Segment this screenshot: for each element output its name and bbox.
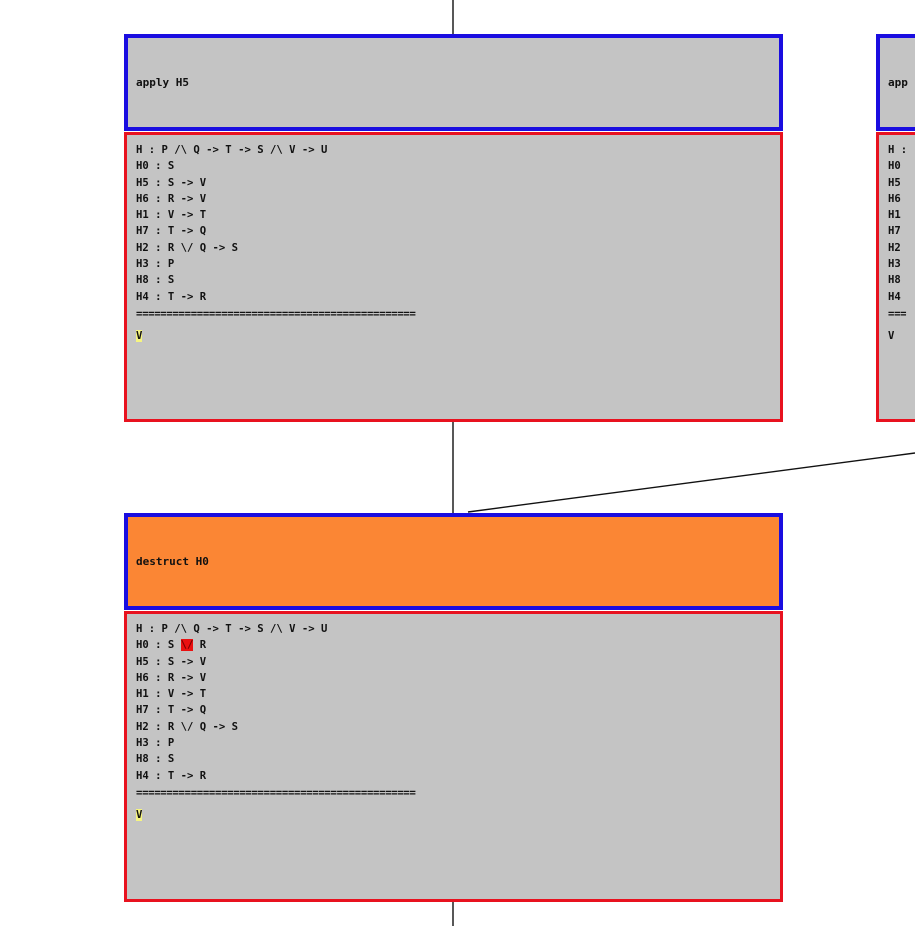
- hypothesis-line: H3 : P: [136, 737, 175, 750]
- hypothesis-line: H8 : S: [136, 753, 175, 766]
- hypothesis-line: H4: [888, 290, 901, 303]
- conclusion-highlight: V: [136, 330, 143, 343]
- hypothesis-line: H5 : S -> V: [136, 176, 207, 189]
- hypothesis-line: H2 : R \/ Q -> S: [136, 241, 239, 254]
- hypothesis-line: H1: [888, 209, 901, 222]
- hypothesis-line: H0: [888, 160, 901, 173]
- hypothesis-line: H :: [888, 144, 908, 156]
- hypothesis-line: H6: [888, 192, 901, 205]
- goal-separator: ========================================…: [136, 786, 416, 799]
- hypothesis-line: H8: [888, 274, 901, 287]
- tactic-box[interactable]: app: [876, 34, 915, 131]
- hypothesis-line: H4 : T -> R: [136, 290, 207, 303]
- goal-box: H : H0 H5 H6 H1 H7 H2 H3 H8 H4 === V: [876, 132, 915, 422]
- hypothesis-line: H7 : T -> Q: [136, 704, 207, 717]
- hypothesis-line: H6 : R -> V: [136, 671, 207, 684]
- goal-box: H : P /\ Q -> T -> S /\ V -> U H0 : S H5…: [124, 132, 783, 422]
- tactic-label: destruct H0: [136, 555, 209, 568]
- goal-separator: ===: [888, 307, 907, 320]
- hypothesis-line: H0 : S: [136, 160, 175, 173]
- hypothesis-line: H6 : R -> V: [136, 192, 207, 205]
- hypothesis-line: H1 : V -> T: [136, 209, 207, 222]
- hypothesis-line: H2: [888, 241, 901, 254]
- goal-conclusion: V: [888, 330, 895, 343]
- tactic-box[interactable]: destruct H0: [124, 513, 783, 610]
- goal-conclusion: V: [136, 328, 780, 344]
- hypothesis-line: H7: [888, 225, 901, 238]
- hypothesis-line: H8 : S: [136, 274, 175, 287]
- hypothesis-line: H7 : T -> Q: [136, 225, 207, 238]
- hypothesis-line: H5: [888, 176, 901, 189]
- hypothesis-line-changed: H0 : S \/ R: [136, 639, 207, 652]
- changed-token-highlight: \/: [180, 639, 194, 652]
- tactic-label: apply H5: [136, 76, 189, 89]
- tactic-label: app: [888, 76, 908, 89]
- goal-box: H : P /\ Q -> T -> S /\ V -> U H0 : S \/…: [124, 611, 783, 902]
- hypothesis-line: H5 : S -> V: [136, 655, 207, 668]
- goal-separator: ========================================…: [136, 307, 416, 320]
- edge-right-to-destruct: [467, 452, 915, 513]
- hypothesis-line: H2 : R \/ Q -> S: [136, 720, 239, 733]
- goal-conclusion: V: [136, 807, 780, 823]
- conclusion-highlight: V: [136, 809, 143, 822]
- hypothesis-line: H3 : P: [136, 258, 175, 271]
- hypothesis-line: H : P /\ Q -> T -> S /\ V -> U: [136, 144, 328, 156]
- hypothesis-line: H : P /\ Q -> T -> S /\ V -> U: [136, 623, 328, 635]
- hypothesis-line: H4 : T -> R: [136, 769, 207, 782]
- tactic-box[interactable]: apply H5: [124, 34, 783, 131]
- hypothesis-line: H1 : V -> T: [136, 688, 207, 701]
- hypothesis-line: H3: [888, 258, 901, 271]
